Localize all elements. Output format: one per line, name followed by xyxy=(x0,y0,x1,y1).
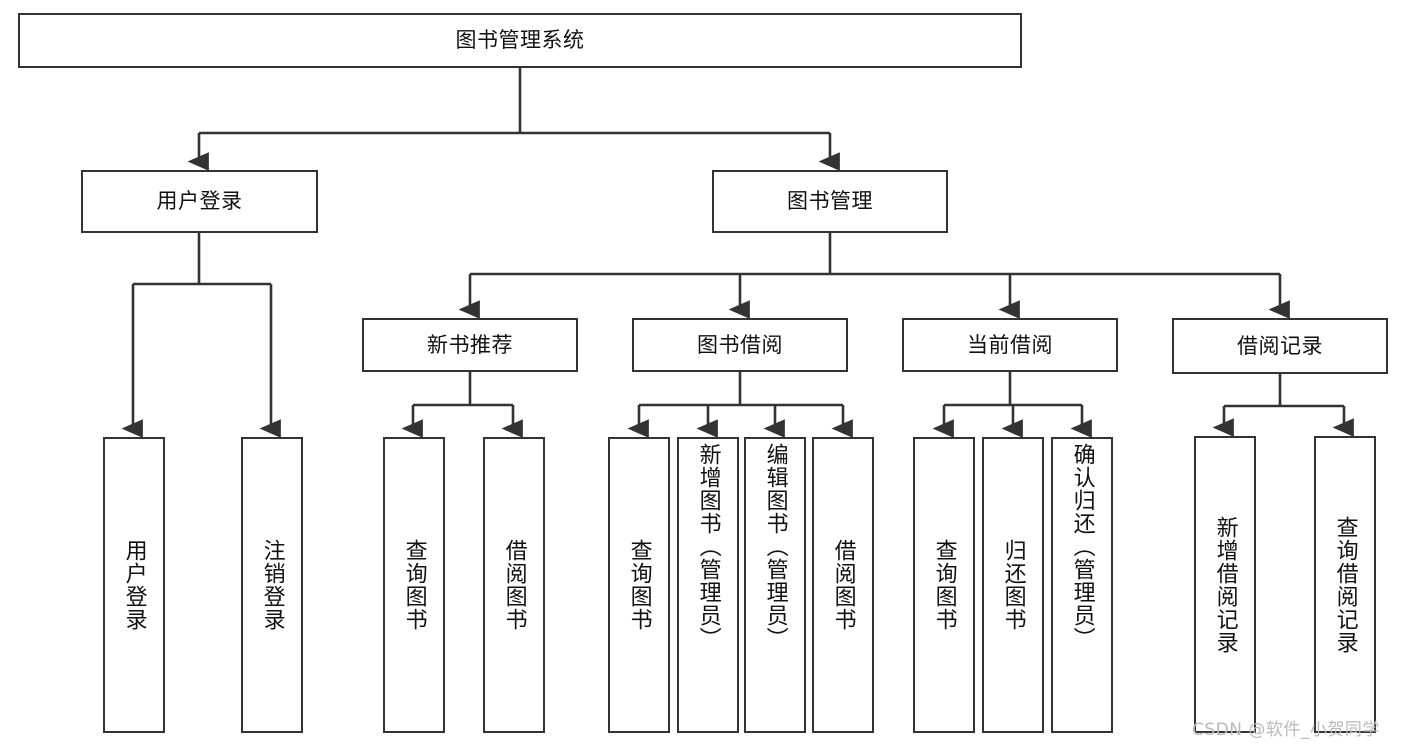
leaf-confirm-return[interactable]: 确认归还（管理员） xyxy=(1051,437,1113,733)
leaf-query-book-2[interactable]: 查询图书 xyxy=(608,437,670,733)
leaf-query-book-3-label: 查询图书 xyxy=(931,539,957,631)
leaf-borrow-book-2-label: 借阅图书 xyxy=(830,539,856,631)
leaf-borrow-book-1[interactable]: 借阅图书 xyxy=(483,437,545,733)
leaf-query-record[interactable]: 查询借阅记录 xyxy=(1314,436,1376,733)
leaf-edit-book-label: 编辑图书（管理员） xyxy=(762,443,788,650)
node-new-book-recommend[interactable]: 新书推荐 xyxy=(362,318,578,372)
leaf-add-record-label: 新增借阅记录 xyxy=(1212,515,1238,654)
node-root[interactable]: 图书管理系统 xyxy=(18,13,1022,68)
leaf-add-book[interactable]: 新增图书（管理员） xyxy=(677,437,739,733)
leaf-query-book-2-label: 查询图书 xyxy=(626,539,652,631)
node-borrow-record-label: 借阅记录 xyxy=(1237,333,1323,358)
node-new-book-recommend-label: 新书推荐 xyxy=(427,332,513,357)
node-book-borrow[interactable]: 图书借阅 xyxy=(632,318,848,372)
node-borrow-record[interactable]: 借阅记录 xyxy=(1172,318,1388,374)
leaf-add-book-label: 新增图书（管理员） xyxy=(695,443,721,650)
leaf-confirm-return-label: 确认归还（管理员） xyxy=(1069,443,1095,650)
node-book-manage-label: 图书管理 xyxy=(787,189,873,214)
leaf-return-book-label: 归还图书 xyxy=(1000,539,1026,631)
leaf-user-login-label: 用户登录 xyxy=(121,539,147,631)
leaf-user-login[interactable]: 用户登录 xyxy=(103,437,165,733)
node-current-borrow[interactable]: 当前借阅 xyxy=(902,318,1118,372)
node-root-label: 图书管理系统 xyxy=(455,28,585,53)
leaf-logout-label: 注销登录 xyxy=(259,539,285,631)
leaf-query-book-1[interactable]: 查询图书 xyxy=(383,437,445,733)
leaf-query-book-3[interactable]: 查询图书 xyxy=(913,437,975,733)
leaf-return-book[interactable]: 归还图书 xyxy=(982,437,1044,733)
node-current-borrow-label: 当前借阅 xyxy=(967,332,1053,357)
leaf-borrow-book-2[interactable]: 借阅图书 xyxy=(812,437,874,733)
leaf-logout[interactable]: 注销登录 xyxy=(241,437,303,733)
leaf-add-record[interactable]: 新增借阅记录 xyxy=(1194,436,1256,733)
leaf-edit-book[interactable]: 编辑图书（管理员） xyxy=(744,437,806,733)
node-user-login-label: 用户登录 xyxy=(156,189,243,214)
node-user-login[interactable]: 用户登录 xyxy=(81,170,318,233)
node-book-borrow-label: 图书借阅 xyxy=(697,332,783,357)
leaf-query-book-1-label: 查询图书 xyxy=(401,539,427,631)
node-book-manage[interactable]: 图书管理 xyxy=(712,170,948,233)
leaf-query-record-label: 查询借阅记录 xyxy=(1332,515,1358,654)
csdn-watermark: CSDN @软件_小贺同学 xyxy=(1192,720,1380,740)
leaf-borrow-book-1-label: 借阅图书 xyxy=(501,539,527,631)
